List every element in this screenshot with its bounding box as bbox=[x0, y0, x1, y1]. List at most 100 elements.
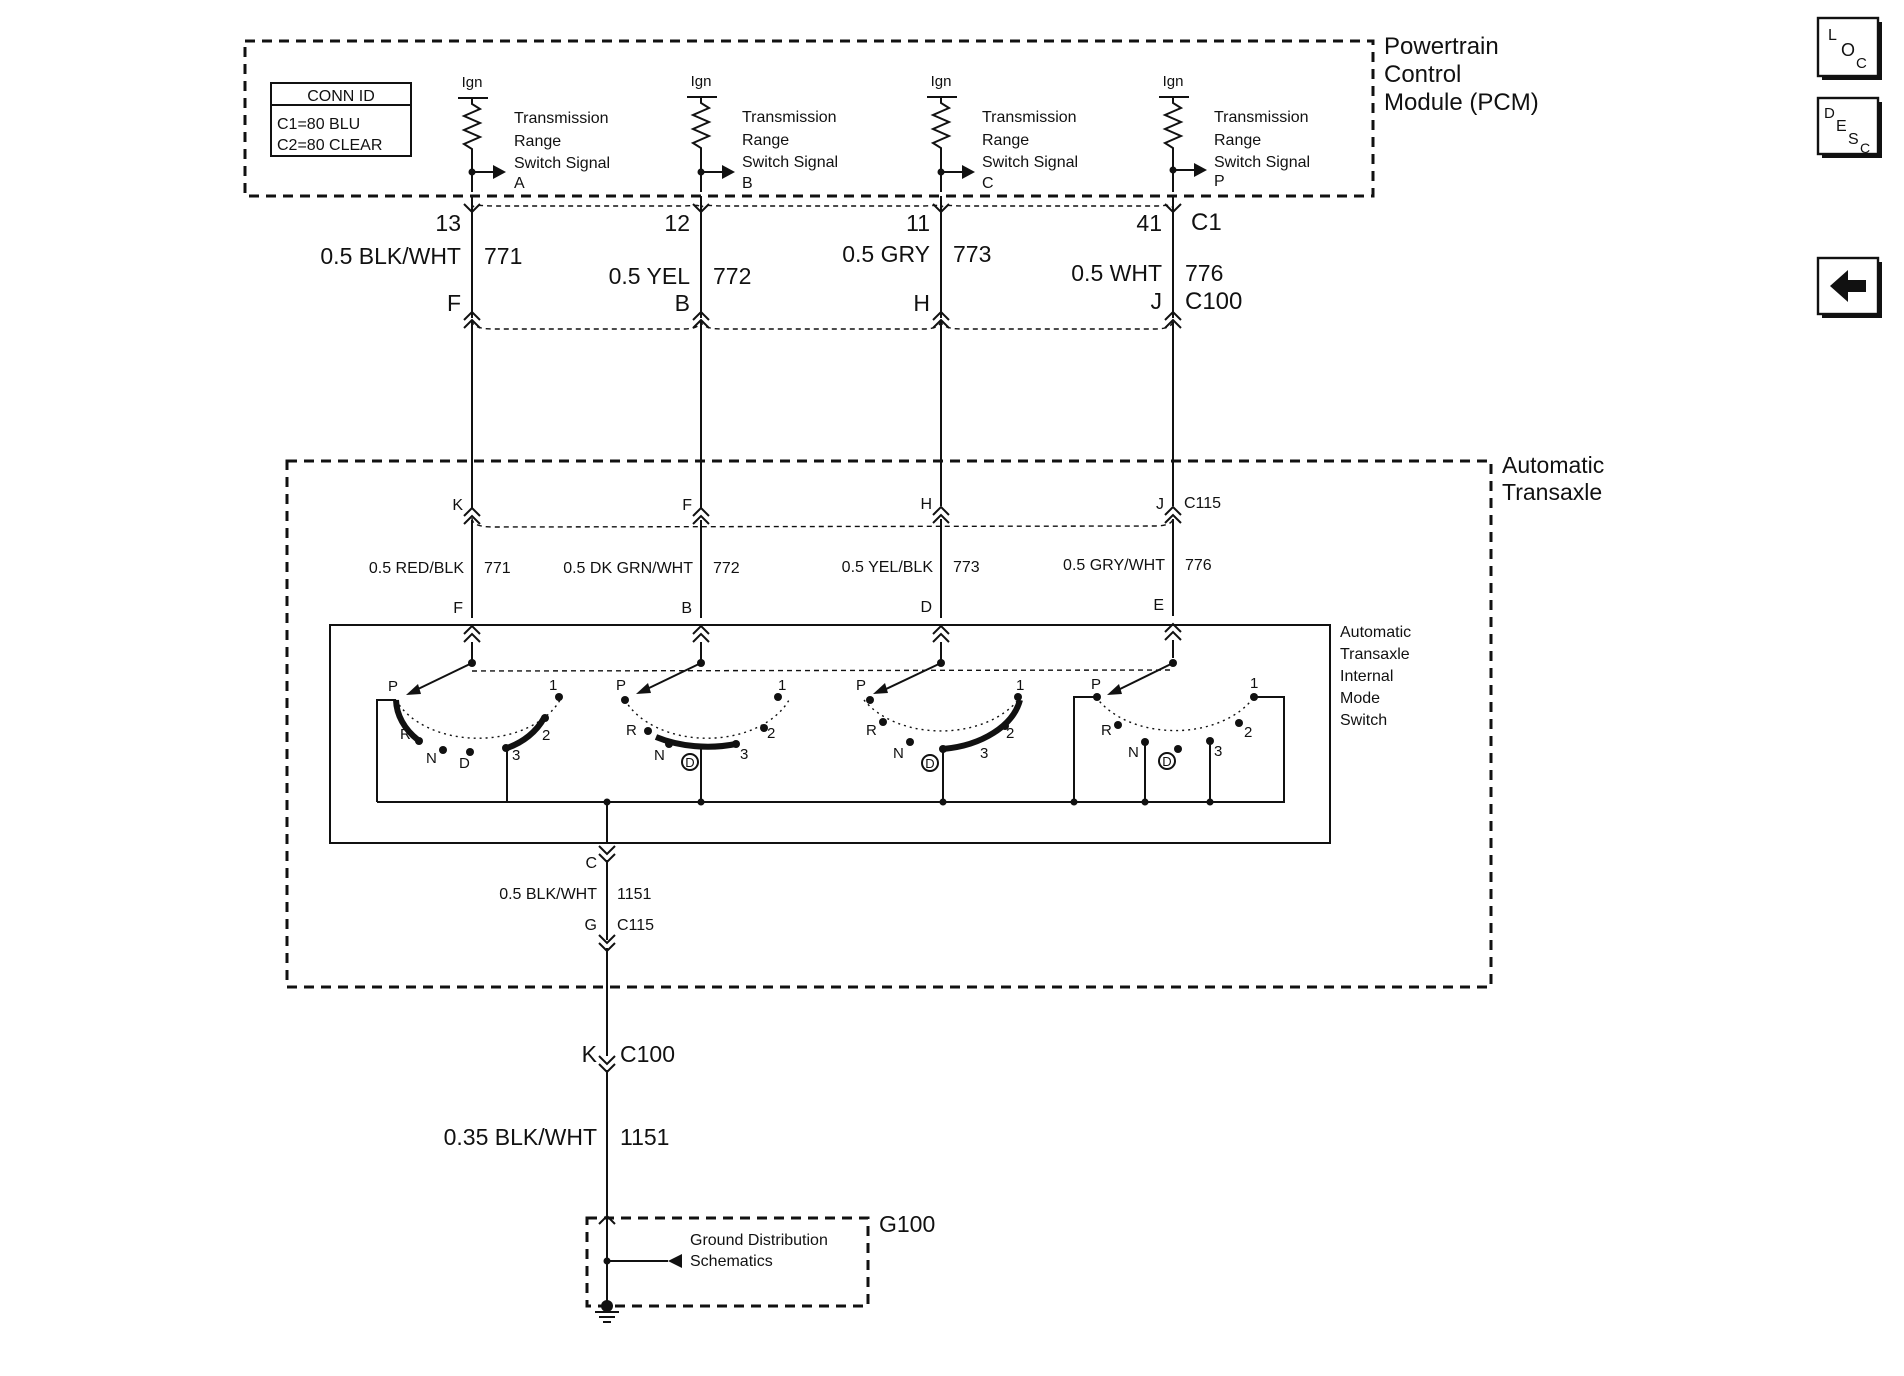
position-1: 1 bbox=[778, 677, 786, 694]
switch-section-b: D P R N 3 2 1 bbox=[616, 659, 790, 802]
circuit-number: 772 bbox=[713, 263, 751, 289]
ground-ref-arrow-icon bbox=[668, 1254, 682, 1268]
switch-ground-wire bbox=[598, 845, 616, 1218]
signal-label-line-2: Range bbox=[514, 133, 561, 150]
switch-title-line-5: Switch bbox=[1340, 712, 1387, 729]
position-d-circled: D bbox=[925, 756, 934, 771]
signal-letter: A bbox=[514, 175, 525, 192]
c100-label: C100 bbox=[620, 1041, 675, 1067]
position-p: P bbox=[856, 677, 866, 694]
position-d-circled: D bbox=[685, 755, 694, 770]
pcm-title: Powertrain Control Module (PCM) bbox=[1384, 33, 1539, 116]
circuit-number: 771 bbox=[484, 560, 511, 577]
pcm-boundary bbox=[243, 39, 1375, 198]
ign-label: Ign bbox=[931, 73, 952, 90]
conn-id-row-2: C2=80 CLEAR bbox=[277, 137, 382, 154]
conn-id-table: CONN ID C1=80 BLU C2=80 CLEAR bbox=[270, 82, 412, 157]
back-button[interactable] bbox=[1816, 256, 1882, 318]
position-p: P bbox=[616, 677, 626, 694]
switch-section-a: P R N D 3 2 1 bbox=[376, 659, 563, 802]
c115-pin: H bbox=[920, 496, 932, 513]
switch-section-c: D P R N 3 2 1 bbox=[856, 659, 1024, 802]
c115-label: C115 bbox=[1184, 495, 1221, 512]
wire-color: 0.5 GRY/WHT bbox=[1063, 557, 1165, 574]
transaxle-title-line-1: Automatic bbox=[1502, 452, 1604, 478]
signal-label-line-2: Range bbox=[982, 132, 1029, 149]
signal-label-line-1: Transmission bbox=[514, 110, 609, 127]
pin-number: 41 bbox=[1136, 210, 1162, 236]
signal-label-line-2: Range bbox=[742, 132, 789, 149]
conn-id-frame bbox=[270, 82, 412, 157]
signal-label-line-2: Range bbox=[1214, 132, 1261, 149]
circuit-number: 773 bbox=[953, 241, 991, 267]
switch-common-bus bbox=[377, 798, 1214, 843]
circuit-number: 773 bbox=[953, 559, 980, 576]
wire-color: 0.5 RED/BLK bbox=[369, 560, 464, 577]
position-p: P bbox=[1091, 676, 1101, 693]
wire-color: 0.35 BLK/WHT bbox=[444, 1124, 597, 1150]
mode-switch-frame bbox=[329, 624, 1331, 844]
c115-pin: F bbox=[682, 497, 692, 514]
transaxle-boundary bbox=[285, 459, 1493, 989]
signal-label-line-3: Switch Signal bbox=[514, 155, 610, 172]
ign-label: Ign bbox=[462, 74, 483, 91]
switch-input-arrows bbox=[463, 622, 1182, 672]
wire-color: 0.5 YEL/BLK bbox=[842, 559, 934, 576]
pin-number: 12 bbox=[664, 210, 690, 236]
signal-label-line-1: Transmission bbox=[982, 109, 1077, 126]
switch-pin: F bbox=[453, 600, 463, 617]
transaxle-title-line-2: Transaxle bbox=[1502, 479, 1602, 505]
circuit-number: 772 bbox=[713, 560, 740, 577]
conn-id-title: CONN ID bbox=[307, 88, 375, 105]
g100-label: G100 bbox=[879, 1211, 935, 1237]
switch-pin: E bbox=[1153, 597, 1164, 614]
c115-label: C115 bbox=[617, 917, 654, 934]
position-r: R bbox=[1101, 722, 1112, 739]
c1-connector: C1 bbox=[463, 203, 1222, 236]
c100-connector bbox=[463, 310, 1182, 330]
upper-wire-runs bbox=[471, 196, 1174, 508]
switch-title-line-3: Internal bbox=[1340, 668, 1393, 685]
ground-ref-line-1: Ground Distribution bbox=[690, 1232, 828, 1249]
c100-pin: J bbox=[1151, 288, 1163, 314]
signal-label-line-3: Switch Signal bbox=[1214, 154, 1310, 171]
signal-label-line-1: Transmission bbox=[742, 109, 837, 126]
signal-letter: B bbox=[742, 175, 753, 192]
position-3: 3 bbox=[1214, 743, 1222, 760]
wire-color: 0.5 DK GRN/WHT bbox=[563, 560, 693, 577]
circuit-number: 776 bbox=[1185, 557, 1212, 574]
position-d: D bbox=[459, 755, 470, 772]
switch-title-line-1: Automatic bbox=[1340, 624, 1411, 641]
position-3: 3 bbox=[980, 745, 988, 762]
desc-letter-c: C bbox=[1860, 140, 1870, 156]
circuit-number: 771 bbox=[484, 243, 522, 269]
wire-color: 0.5 GRY bbox=[842, 241, 930, 267]
pcm-channel-c: Ign Transmission Range Switch Signal C bbox=[927, 73, 1078, 192]
desc-button[interactable]: D E S C bbox=[1816, 96, 1882, 158]
c100-pin: F bbox=[447, 290, 461, 316]
pcm-channel-b: Ign Transmission Range Switch Signal B bbox=[687, 73, 838, 192]
circuit-number: 1151 bbox=[620, 1124, 669, 1150]
signal-label-line-1: Transmission bbox=[1214, 109, 1309, 126]
transaxle-wire-runs bbox=[471, 519, 1174, 618]
c100-pin: B bbox=[675, 290, 690, 316]
position-1: 1 bbox=[1016, 677, 1024, 694]
position-2: 2 bbox=[1006, 725, 1014, 742]
switch-pin: B bbox=[681, 600, 692, 617]
c115-pin: G bbox=[585, 917, 597, 934]
loc-letter-l: L bbox=[1828, 27, 1837, 44]
switch-title-line-2: Transaxle bbox=[1340, 646, 1410, 663]
switch-ground-pin: C bbox=[585, 855, 597, 872]
desc-letter-d: D bbox=[1824, 105, 1835, 122]
ground-symbol bbox=[595, 1214, 682, 1323]
c100-pin: H bbox=[913, 290, 930, 316]
c115-pin: J bbox=[1156, 496, 1164, 513]
position-2: 2 bbox=[767, 725, 775, 742]
pcm-title-line-1: Powertrain bbox=[1384, 33, 1499, 60]
circuit-number: 776 bbox=[1185, 260, 1223, 286]
pcm-title-line-3: Module (PCM) bbox=[1384, 89, 1539, 116]
position-n: N bbox=[654, 747, 665, 764]
conn-id-row-1: C1=80 BLU bbox=[277, 116, 360, 133]
c1-label: C1 bbox=[1191, 209, 1222, 236]
loc-button[interactable]: L O C bbox=[1816, 16, 1882, 80]
